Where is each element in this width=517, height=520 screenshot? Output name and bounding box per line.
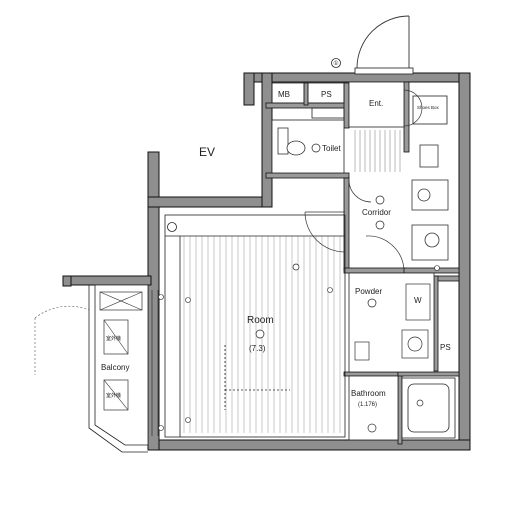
entrance-marker: ①: [331, 58, 341, 68]
balcony-label: Balcony: [101, 363, 129, 372]
corridor-label: Corridor: [362, 208, 391, 217]
room-label: Room: [247, 315, 274, 326]
room-outline: [164, 214, 346, 438]
bathroom: Bathroom (1.176): [348, 375, 456, 441]
interior-walls: [265, 81, 460, 445]
exterior-walls: [62, 72, 471, 451]
entrance-area: Ent. Shoes Box: [348, 81, 448, 128]
washroom-upper-right: [411, 144, 449, 261]
corridor-hatch: [354, 130, 401, 172]
mb-ps-block: [271, 82, 345, 119]
bathroom-size: (1.176): [358, 402, 377, 408]
toilet-room: Toilet: [271, 119, 345, 174]
balcony: 室外機 Balcony 室外機: [88, 284, 159, 453]
balcony-door-swing: [34, 305, 90, 375]
marker-a: ①: [333, 60, 338, 67]
ps-top-label: PS: [321, 90, 332, 99]
door-swings: [304, 179, 405, 271]
powder-room: Powder W PS: [348, 272, 451, 373]
mb-label: MB: [278, 90, 290, 99]
w-label: W: [414, 296, 422, 305]
shoes-box: [412, 95, 448, 125]
outdoor-unit-1-label: 室外機: [106, 335, 121, 342]
ev-label: EV: [199, 145, 215, 159]
powder-label: Powder: [355, 287, 382, 296]
entrance-door: [354, 15, 414, 75]
fixture-markers: [158, 265, 440, 431]
bathroom-label: Bathroom: [351, 389, 386, 398]
ps-right-label: PS: [440, 343, 451, 352]
room-size: (7.3): [249, 344, 266, 353]
toilet-label: Toilet: [322, 144, 341, 153]
shoes-box-label: Shoes Box: [417, 105, 440, 110]
ent-label: Ent.: [369, 99, 383, 108]
corridor: Corridor: [362, 195, 391, 230]
outdoor-unit-2-label: 室外機: [106, 392, 121, 399]
